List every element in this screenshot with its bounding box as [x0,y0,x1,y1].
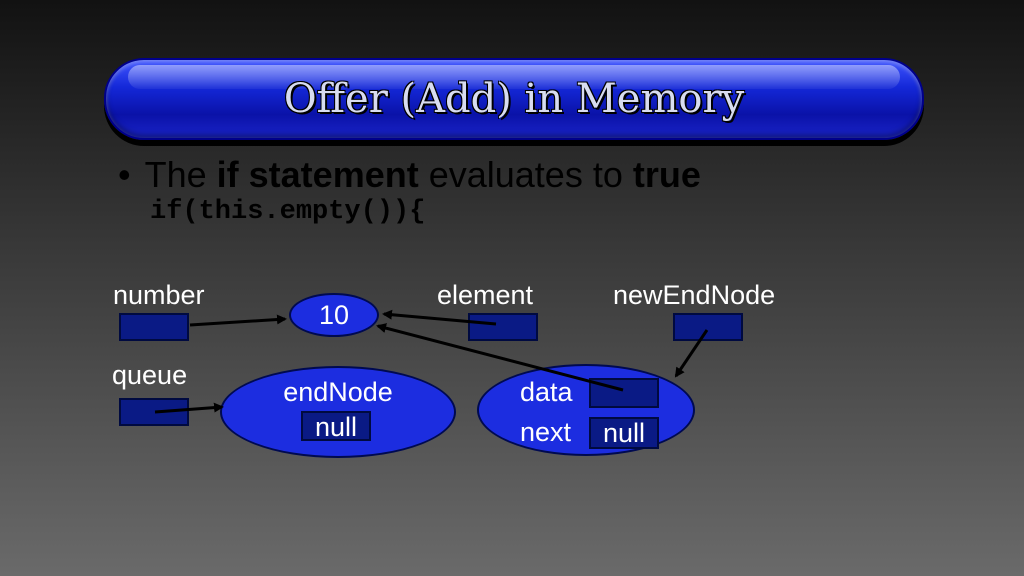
number-variable-box [119,313,189,341]
label-queue: queue [112,360,188,390]
bullet-text: • The if statement evaluates to true [118,154,701,196]
queue-object: endNode null [220,366,456,458]
arrow-element-to-10 [382,309,497,326]
arrow-number-to-10 [189,314,287,327]
new-end-node-variable-box [673,313,743,341]
code-snippet: if(this.empty()){ [150,197,426,227]
bullet-text-part-2: evaluates to [418,154,633,195]
queue-variable-box [119,398,189,426]
bullet-text-part-1: The [144,154,217,195]
arrow-data-to-10 [376,323,624,392]
title-banner: Offer (Add) in Memory [104,58,924,140]
new-end-node-object: data next null [477,364,695,456]
integer-object-10: 10 [289,293,379,337]
bullet-bold-true: true [632,154,701,195]
label-number: number [113,280,205,310]
bullet-bold-if-statement: if statement [216,154,419,195]
element-variable-box [468,313,538,341]
integer-value: 10 [318,300,350,330]
label-element: element [437,280,534,310]
next-field-value: null [589,417,659,449]
arrow-new-end-node-to-node [674,329,709,378]
data-field-label: data [520,377,573,407]
arrow-queue-to-queue-object [154,402,224,414]
next-field-label: next [520,417,572,447]
slide-title: Offer (Add) in Memory [283,76,745,122]
label-new-end-node: newEndNode [613,280,776,310]
end-node-field-value: null [301,411,371,441]
end-node-field-label: endNode [283,377,393,407]
bullet-marker: • [118,154,131,195]
